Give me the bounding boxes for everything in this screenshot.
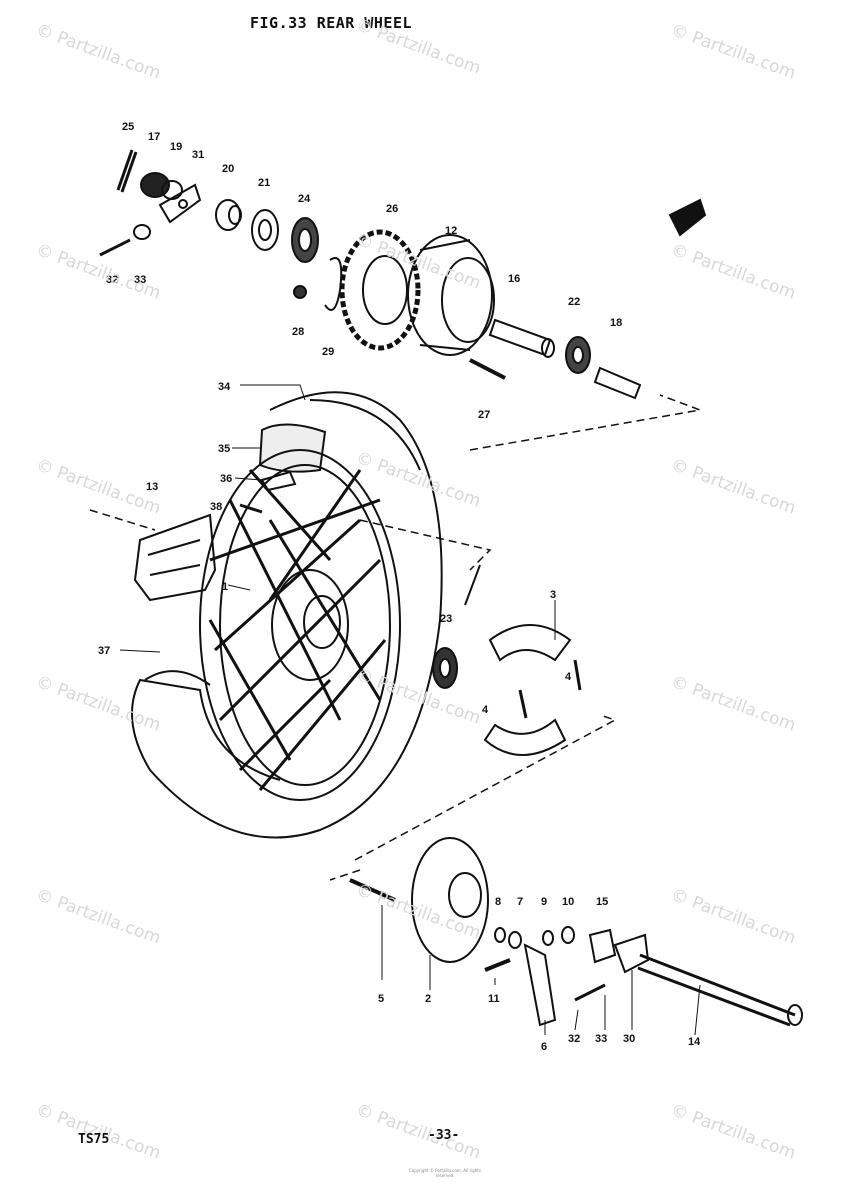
callout-13: 13 <box>146 481 158 493</box>
callout-numbers: 25 17 19 31 20 21 24 26 12 32 33 28 29 1… <box>98 121 701 1053</box>
damper-part <box>133 513 217 602</box>
callout-14: 14 <box>688 1036 701 1048</box>
direction-arrow-icon <box>668 198 707 237</box>
bolt-part <box>469 358 506 380</box>
leader-lines <box>119 384 701 1036</box>
callout-9: 9 <box>541 896 547 908</box>
bearing-part <box>291 217 319 263</box>
brake-panel-part <box>411 837 489 963</box>
callout-15: 15 <box>596 896 608 908</box>
assembly-line <box>89 394 703 881</box>
spoke-part <box>464 564 481 606</box>
valve-part <box>239 503 263 514</box>
bearing-part <box>432 647 458 689</box>
callout-5: 5 <box>378 993 384 1005</box>
callout-20: 20 <box>222 163 234 175</box>
chain-adjuster-part <box>613 933 650 974</box>
model-label: TS75 <box>78 1132 110 1147</box>
lock-washer-part <box>324 257 343 311</box>
plate-part <box>158 183 202 224</box>
callout-8: 8 <box>495 896 501 908</box>
callout-33: 33 <box>134 274 146 286</box>
page-number: -33- <box>428 1128 460 1143</box>
sprocket-part <box>339 229 421 351</box>
axle-part <box>637 953 803 1027</box>
spring-part <box>116 149 138 193</box>
brake-shoe-part <box>483 624 582 756</box>
callout-37: 37 <box>98 645 110 657</box>
callout-7: 7 <box>517 896 523 908</box>
callout-28: 28 <box>292 326 304 338</box>
callout-35: 35 <box>218 443 230 455</box>
cam-part <box>484 958 511 972</box>
callout-38: 38 <box>210 501 222 513</box>
figure-title: FIG.33 REAR WHEEL <box>250 14 413 32</box>
callout-11: 11 <box>488 993 500 1005</box>
bearing-part <box>251 209 279 251</box>
spacer-part <box>593 366 642 400</box>
callout-16: 16 <box>508 273 520 285</box>
hub-part <box>407 234 495 356</box>
callout-34: 34 <box>218 381 231 393</box>
callout-32: 32 <box>106 274 118 286</box>
rim-tape-part <box>144 670 211 686</box>
brake-arm-part <box>523 943 557 1027</box>
callout-4: 4 <box>482 704 489 716</box>
callout-26: 26 <box>386 203 398 215</box>
sleeve-part <box>588 928 617 964</box>
callout-2: 2 <box>425 993 431 1005</box>
tube-part <box>258 423 327 473</box>
callout-25: 25 <box>122 121 134 133</box>
callout-32: 32 <box>568 1033 580 1045</box>
callout-33: 33 <box>595 1033 607 1045</box>
copyright-notice: Copyright © Partzilla.com. All rights re… <box>409 1168 481 1178</box>
callout-18: 18 <box>610 317 622 329</box>
callout-29: 29 <box>322 346 334 358</box>
washer-part <box>494 927 506 943</box>
axle-sleeve-part <box>488 318 555 358</box>
callout-23: 23 <box>440 613 452 625</box>
callout-17: 17 <box>148 131 160 143</box>
callout-31: 31 <box>192 149 204 161</box>
callout-27: 27 <box>478 409 490 421</box>
bolt-part <box>349 878 396 902</box>
callout-19: 19 <box>170 141 182 153</box>
callout-3: 3 <box>550 589 556 601</box>
callout-21: 21 <box>258 177 270 189</box>
callout-6: 6 <box>541 1041 547 1053</box>
o-ring-part <box>508 931 522 949</box>
callout-4: 4 <box>565 671 572 683</box>
nut-part <box>561 926 575 944</box>
callout-22: 22 <box>568 296 580 308</box>
spacer-part <box>215 199 242 231</box>
wheel-part <box>199 449 401 801</box>
bolt-part <box>99 224 151 257</box>
callout-10: 10 <box>562 896 574 908</box>
tire-part <box>131 391 443 839</box>
callout-12: 12 <box>445 225 457 237</box>
washer-part <box>542 930 554 946</box>
callout-30: 30 <box>623 1033 635 1045</box>
bolt-part <box>574 983 606 1002</box>
callout-36: 36 <box>220 473 232 485</box>
bearing-part <box>565 336 591 374</box>
callout-24: 24 <box>298 193 311 205</box>
washer-part <box>293 285 307 299</box>
callout-1: 1 <box>222 581 228 593</box>
